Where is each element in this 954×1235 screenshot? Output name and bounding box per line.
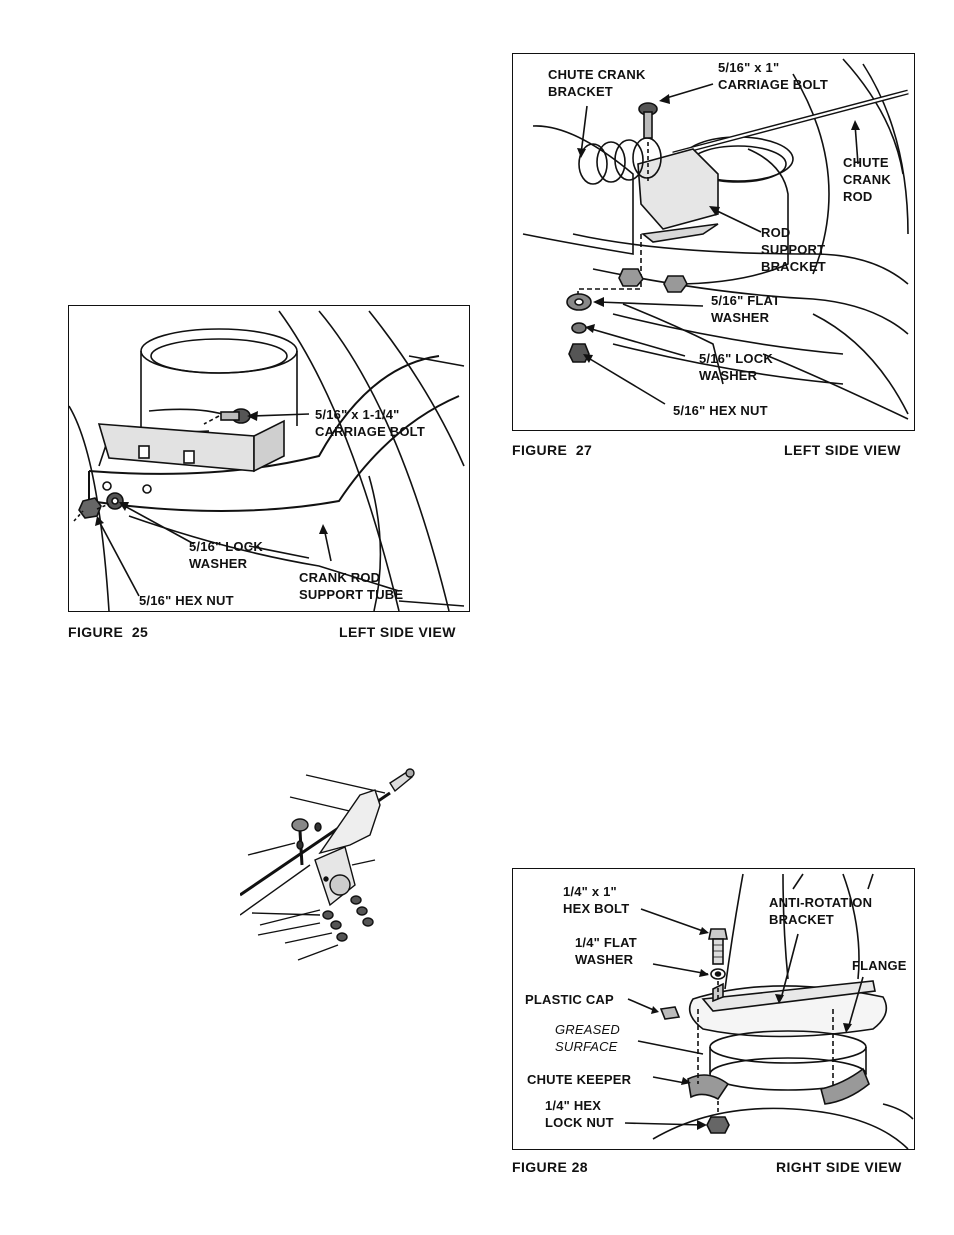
- label-crank-rod-support-tube: CRANK ROD SUPPORT TUBE: [299, 570, 404, 602]
- label-flat-washer-1-4: 1/4" FLAT WASHER: [575, 935, 637, 967]
- figure-27-frame: CHUTE CRANK BRACKET 5/16" x 1" CARRIAGE …: [512, 53, 915, 431]
- label-plastic-cap: PLASTIC CAP: [525, 992, 614, 1007]
- label-rod-support-bracket: ROD SUPPORT BRACKET: [761, 225, 826, 274]
- figure-27-view: LEFT SIDE VIEW: [784, 442, 901, 458]
- label-flange: FLANGE: [852, 958, 907, 973]
- figure-28-view: RIGHT SIDE VIEW: [776, 1159, 902, 1175]
- label-chute-crank-rod: CHUTE CRANK ROD: [843, 155, 891, 204]
- label-anti-rotation-bracket: ANTI-ROTATION BRACKET: [769, 895, 873, 927]
- figure-25-view: LEFT SIDE VIEW: [339, 624, 456, 640]
- figure-27-illustration: [522, 58, 909, 420]
- label-hex-bolt-1-4x1: 1/4" x 1" HEX BOLT: [563, 884, 630, 916]
- figure-28-number: FIGURE 28: [512, 1159, 588, 1175]
- figure-27-number: FIGURE 27: [512, 442, 593, 458]
- figure-25-illustration: [69, 310, 465, 611]
- label-flat-washer-5-16: 5/16" FLAT WASHER: [711, 293, 781, 325]
- figure-25-number: FIGURE 25: [68, 624, 149, 640]
- label-lock-washer-5-16: 5/16" LOCK WASHER: [189, 539, 263, 571]
- figure-28-illustration: [624, 873, 914, 1149]
- label-hex-nut-5-16: 5/16" HEX NUT: [673, 403, 768, 418]
- figure-28-frame: 1/4" x 1" HEX BOLT ANTI-ROTATION BRACKET…: [512, 868, 915, 1150]
- label-greased-surface: GREASED SURFACE: [555, 1022, 620, 1054]
- label-chute-crank-bracket: CHUTE CRANK BRACKET: [548, 67, 646, 99]
- label-carriage-bolt-5-16x1: 5/16" x 1" CARRIAGE BOLT: [718, 60, 828, 92]
- exploded-assembly-sketch: [240, 768, 415, 961]
- figure-25-frame: 5/16" x 1-1/4" CARRIAGE BOLT 5/16" LOCK …: [68, 305, 470, 612]
- label-chute-keeper: CHUTE KEEPER: [527, 1072, 632, 1087]
- label-hex-nut-5-16: 5/16" HEX NUT: [139, 593, 234, 608]
- label-hex-lock-nut-1-4: 1/4" HEX LOCK NUT: [545, 1098, 614, 1130]
- label-lock-washer-5-16: 5/16" LOCK WASHER: [699, 351, 773, 383]
- label-carriage-bolt-5-16x1-1-4: 5/16" x 1-1/4" CARRIAGE BOLT: [315, 407, 425, 439]
